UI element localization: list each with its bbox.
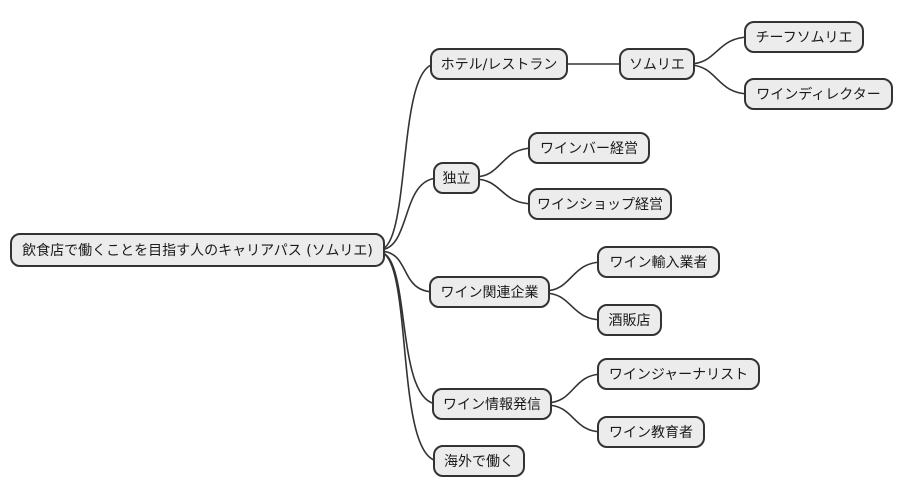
mindmap-node-wineshop-management: ワインショップ経営 [528,188,672,220]
edge-sommelier-chief [688,36,751,65]
mindmap-node-work-overseas: 海外で働く [433,445,525,477]
edge-independence-winebar [473,147,535,178]
mindmap-node-sommelier: ソムリエ [619,48,695,80]
mindmap-node-root: 飲食店で働くことを目指す人のキャリアパス (ソムリエ) [10,233,385,267]
mindmap-node-wine-director: ワインディレクター [744,78,893,110]
mindmap-node-wine-info: ワイン情報発信 [432,388,552,420]
edge-wineinfo-educator [545,404,604,433]
edge-sommelier-director [688,64,751,95]
edge-root-hotel [378,63,437,251]
mindmap-node-hotel-restaurant: ホテル/レストラン [430,48,568,80]
edge-root-overseas [378,251,440,462]
edge-winecompany-liquorstore [543,292,604,321]
mindmap-node-wine-company: ワイン関連企業 [429,276,550,308]
mindmap-node-wine-educator: ワイン教育者 [597,416,705,448]
mindmap-node-liquor-store: 酒販店 [597,304,662,336]
mindmap-node-wine-importer: ワイン輸入業者 [597,246,720,278]
edge-wineinfo-journalist [545,373,604,404]
edge-independence-wineshop [473,178,535,205]
edge-winecompany-importer [543,261,604,292]
mindmap-node-independence: 独立 [433,162,480,194]
mindmap-node-chief-sommelier: チーフソムリエ [744,21,864,53]
mindmap-node-winebar-management: ワインバー経営 [528,132,650,164]
edge-root-winecompany [378,250,436,293]
mindmap-node-wine-journalist: ワインジャーナリスト [597,358,760,390]
edge-root-independence [378,177,440,251]
